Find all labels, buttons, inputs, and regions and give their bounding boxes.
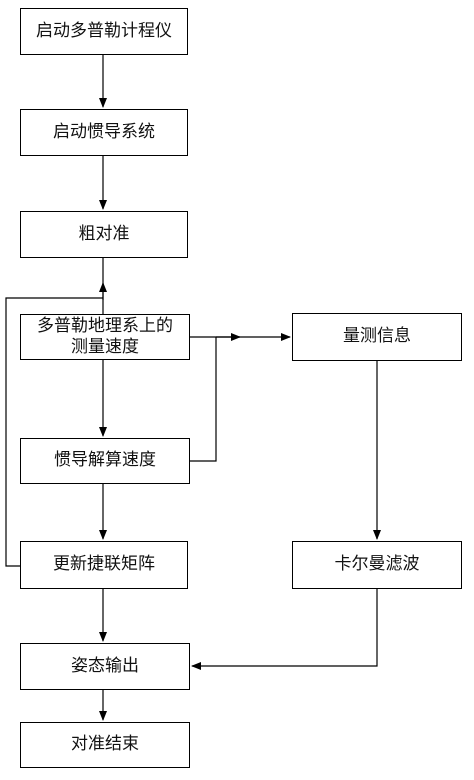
node-attitude-output: 姿态输出 (20, 643, 190, 690)
node-ins-velocity-label: 惯导解算速度 (54, 450, 156, 471)
node-kalman: 卡尔曼滤波 (292, 541, 462, 589)
feedback-loop-update-dcm (5, 297, 103, 567)
node-align-end: 对准结束 (20, 722, 190, 768)
node-doppler-velocity-label-line2: 测量速度 (71, 337, 139, 357)
node-doppler-velocity-label-line1: 多普勒地理系上的 (37, 315, 173, 336)
node-start-doppler: 启动多普勒计程仪 (20, 8, 188, 55)
node-coarse-align: 粗对准 (20, 211, 188, 258)
node-doppler-velocity: 多普勒地理系上的 测量速度 (20, 314, 190, 360)
node-measurement: 量测信息 (292, 313, 462, 361)
arrow-kalman-to-attitude-output (191, 589, 378, 670)
node-align-end-label: 对准结束 (71, 734, 139, 755)
node-attitude-output-label: 姿态输出 (71, 655, 139, 676)
node-kalman-label: 卡尔曼滤波 (334, 554, 420, 575)
node-update-dcm-label: 更新捷联矩阵 (53, 554, 155, 575)
node-coarse-align-label: 粗对准 (78, 223, 130, 244)
connector-ins-velocity-to-junction (190, 337, 217, 462)
node-update-dcm: 更新捷联矩阵 (20, 541, 188, 589)
node-start-ins: 启动惯导系统 (20, 109, 188, 156)
node-start-doppler-label: 启动多普勒计程仪 (36, 20, 172, 41)
node-measurement-label: 量测信息 (343, 326, 411, 347)
node-ins-velocity: 惯导解算速度 (20, 438, 190, 484)
node-start-ins-label: 启动惯导系统 (53, 121, 155, 142)
